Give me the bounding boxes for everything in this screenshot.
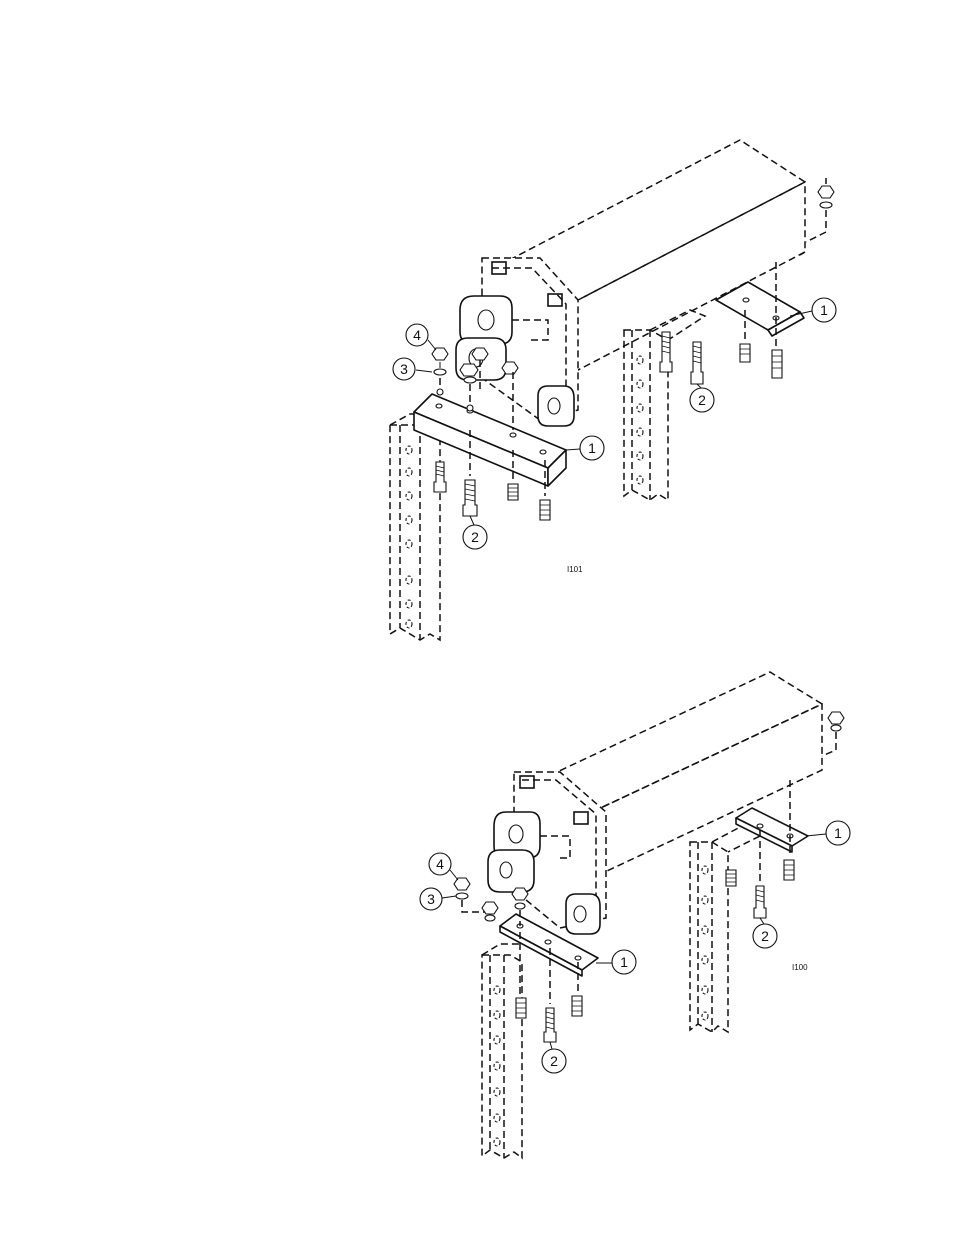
left-upright-post	[390, 414, 450, 640]
svg-text:3: 3	[400, 361, 408, 377]
svg-text:1: 1	[620, 954, 628, 970]
rear-angle-bracket	[716, 282, 804, 336]
right-upright-post	[690, 826, 760, 1032]
svg-text:2: 2	[698, 392, 706, 408]
svg-text:2: 2	[550, 1053, 558, 1069]
svg-text:1: 1	[834, 825, 842, 841]
rear-flat-bracket	[736, 808, 808, 852]
callout-3-washer: 3	[393, 358, 432, 380]
svg-text:2: 2	[471, 529, 479, 545]
callout-2-front-bolt: 2	[463, 516, 487, 549]
callout-2-rear-bolt: 2	[753, 918, 777, 948]
svg-text:4: 4	[413, 327, 421, 343]
svg-text:1: 1	[588, 440, 596, 456]
callout-1-front-bracket: 1	[566, 436, 604, 460]
left-upright-post	[482, 944, 535, 1158]
figure-i100: 1 1 2 2 3	[420, 672, 850, 1158]
callout-2-front-bolt: 2	[542, 1042, 566, 1073]
figure-reference-i100: I100	[792, 963, 808, 972]
figure-reference-i101: I101	[567, 565, 583, 574]
callout-2-rear-bolt: 2	[690, 384, 714, 412]
callout-4-nut: 4	[429, 853, 458, 880]
callout-3-washer: 3	[420, 888, 456, 910]
callout-1-rear-bracket: 1	[806, 821, 850, 845]
figure-i101: 1 1 2 2 3	[390, 140, 836, 640]
callout-4-nut: 4	[406, 324, 436, 350]
svg-text:3: 3	[427, 891, 435, 907]
svg-text:1: 1	[820, 302, 828, 318]
callout-1-front-bracket: 1	[596, 950, 636, 974]
svg-text:2: 2	[761, 928, 769, 944]
svg-text:4: 4	[436, 856, 444, 872]
